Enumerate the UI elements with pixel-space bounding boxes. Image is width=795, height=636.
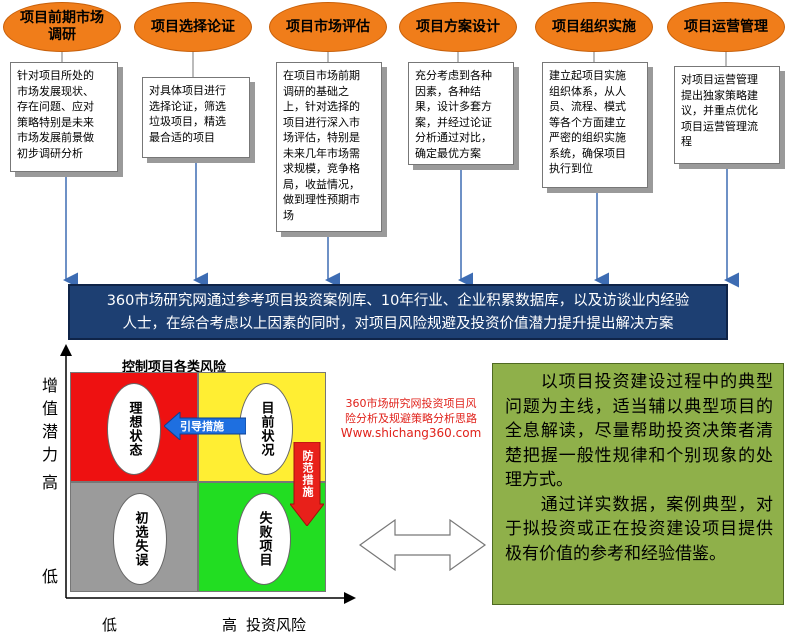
- prevent-arrow-label: 防范措施: [301, 450, 314, 498]
- banner-line-1: 360市场研究网通过参考项目投资案例库、10年行业、企业积累数据库，以及访谈业内…: [106, 293, 690, 309]
- x-axis-high: 高: [222, 616, 238, 634]
- phase-1-ellipse: 项目前期市场调研: [3, 2, 121, 52]
- card-line: 策略特别是未来: [17, 115, 94, 129]
- card-line: 做到理性预期市: [283, 193, 360, 206]
- card-line: 场: [283, 208, 294, 222]
- card-line: 市场发展现状、: [17, 84, 94, 98]
- card-line: 果，设计多套方: [415, 100, 492, 113]
- phase-4-card: 充分考虑到各种 因素，各种结 果，设计多套方 案，并经过论证 分析通过对比， 确…: [408, 62, 514, 165]
- phase-6-title: 项目运营管理: [684, 18, 768, 35]
- source-note-line-1: 360市场研究网投资项目风: [345, 397, 477, 410]
- card-line: 上，针对选择的: [283, 100, 360, 113]
- banner-line-2: 人士，在综合考虑以上因素的同时，对项目风险规避及投资价值潜力提升提出解决方案: [122, 316, 674, 332]
- card-line: 在项目市场前期: [283, 69, 360, 82]
- phase-3-ellipse: 项目市场评估: [269, 2, 387, 52]
- source-note: 360市场研究网投资项目风 险分析及规避策略分析思路 Www.shichang3…: [335, 396, 487, 441]
- phase-4-title: 项目方案设计: [416, 18, 500, 35]
- y-axis-high: 高: [42, 473, 59, 492]
- card-line: 系统，确保项目: [549, 146, 626, 160]
- card-line: 项目运营管理流: [681, 119, 758, 133]
- card-line: 分析通过对比，: [415, 131, 492, 144]
- phase-3-title: 项目市场评估: [286, 18, 370, 35]
- card-line: 等各个方面建立: [549, 115, 626, 129]
- source-note-line-2: 险分析及规避策略分析思路: [345, 412, 477, 425]
- summary-box: 以项目投资建设过程中的典型问题为主线，适当辅以典型项目的全息解读，尽量帮助投资决…: [492, 363, 784, 605]
- card-line: 案，并经过论证: [415, 115, 492, 129]
- card-line: 垃圾项目，精选: [149, 115, 226, 128]
- quadrant-initial-error-label: 初选失误: [132, 511, 148, 567]
- card-line: 局，收益情况，: [283, 177, 360, 191]
- phase-2-title: 项目选择论证: [151, 18, 235, 35]
- y-axis-low: 低: [42, 567, 59, 586]
- phase-6-ellipse: 项目运营管理: [667, 2, 785, 52]
- y-axis-char: 潜: [42, 422, 59, 441]
- quadrant-initial-error-oval: 初选失误: [113, 493, 167, 585]
- phase-5-title: 项目组织实施: [552, 18, 636, 35]
- card-line: 员、流程、模式: [549, 100, 626, 113]
- phase-1-card: 针对项目所处的 市场发展现状、 存在问题、应对 策略特别是未来 市场发展前景做 …: [10, 62, 118, 172]
- card-line: 程: [681, 135, 692, 148]
- card-line: 针对项目所处的: [17, 69, 94, 82]
- quadrant-current-label: 目前状况: [258, 401, 274, 457]
- card-line: 组织体系，从人: [549, 84, 626, 98]
- card-line: 执行到位: [549, 162, 593, 175]
- quadrant-current-oval: 目前状况: [239, 383, 293, 475]
- quadrant-current: 目前状况: [198, 372, 326, 482]
- source-note-url: Www.shichang360.com: [340, 426, 482, 440]
- card-line: 因素，各种结: [415, 84, 481, 98]
- quadrant-failed-label: 失败项目: [256, 511, 272, 567]
- card-line: 调研的基础之: [283, 84, 349, 98]
- card-line: 充分考虑到各种: [415, 69, 492, 82]
- phase-5-card: 建立起项目实施 组织体系，从人 员、流程、模式 等各个方面建立 严密的组织实施 …: [542, 62, 648, 188]
- phase-5-ellipse: 项目组织实施: [535, 2, 653, 52]
- phase-2-ellipse: 项目选择论证: [134, 2, 252, 52]
- phase-6-card: 对项目运营管理 提出独家策略建 议，并重点优化 项目运营管理流 程: [674, 66, 780, 164]
- card-line: 求规模，竞争格: [283, 162, 360, 175]
- card-line: 严密的组织实施: [549, 131, 626, 144]
- guide-arrow-label: 引导措施: [180, 420, 224, 433]
- card-line: 选择论证，筛选: [149, 99, 226, 113]
- x-axis-low: 低: [102, 616, 118, 634]
- quadrant-failed-oval: 失败项目: [237, 493, 291, 585]
- card-line: 市场发展前景做: [17, 131, 94, 144]
- card-line: 未来几年市场需: [283, 146, 360, 160]
- phase-3-card: 在项目市场前期 调研的基础之 上，针对选择的 项目进行深入市 场评估，特别是 未…: [276, 62, 382, 232]
- card-line: 场评估，特别是: [283, 131, 360, 144]
- prevent-arrow: [290, 442, 324, 526]
- matrix-title: 控制项目各类风险: [122, 360, 227, 375]
- card-line: 确定最优方案: [415, 146, 481, 160]
- guide-arrow: [164, 412, 246, 440]
- quadrant-initial-error: 初选失误: [70, 482, 198, 592]
- phase-1-title: 项目前期市场调研: [20, 10, 104, 43]
- y-axis-char: 增: [42, 376, 59, 395]
- quadrant-ideal-oval: 理想状态: [107, 383, 161, 475]
- phase-4-ellipse: 项目方案设计: [399, 2, 517, 52]
- card-line: 初步调研分析: [17, 146, 83, 160]
- phase-2-card: 对具体项目进行 选择论证，筛选 垃圾项目，精选 最合适的项目: [142, 77, 250, 158]
- card-line: 议，并重点优化: [681, 104, 758, 117]
- x-axis-name: 投资风险: [246, 616, 307, 634]
- quadrant-ideal-label: 理想状态: [126, 401, 142, 457]
- card-line: 对具体项目进行: [149, 84, 226, 97]
- y-axis-char: 力: [42, 445, 59, 464]
- solution-banner: 360市场研究网通过参考项目投资案例库、10年行业、企业积累数据库，以及访谈业内…: [68, 284, 728, 340]
- y-axis-char: 值: [42, 399, 59, 418]
- card-line: 存在问题、应对: [17, 100, 94, 113]
- summary-paragraph-1: 以项目投资建设过程中的典型问题为主线，适当辅以典型项目的全息解读，尽量帮助投资决…: [505, 372, 773, 490]
- card-line: 建立起项目实施: [549, 69, 626, 82]
- card-line: 对项目运营管理: [681, 73, 758, 86]
- summary-paragraph-2: 通过详实数据，案例典型，对于拟投资或正在投资建设项目提供极有价值的参考和经验借鉴…: [505, 494, 773, 564]
- card-line: 项目进行深入市: [283, 115, 360, 129]
- card-line: 最合适的项目: [149, 130, 215, 144]
- card-line: 提出独家策略建: [681, 88, 758, 102]
